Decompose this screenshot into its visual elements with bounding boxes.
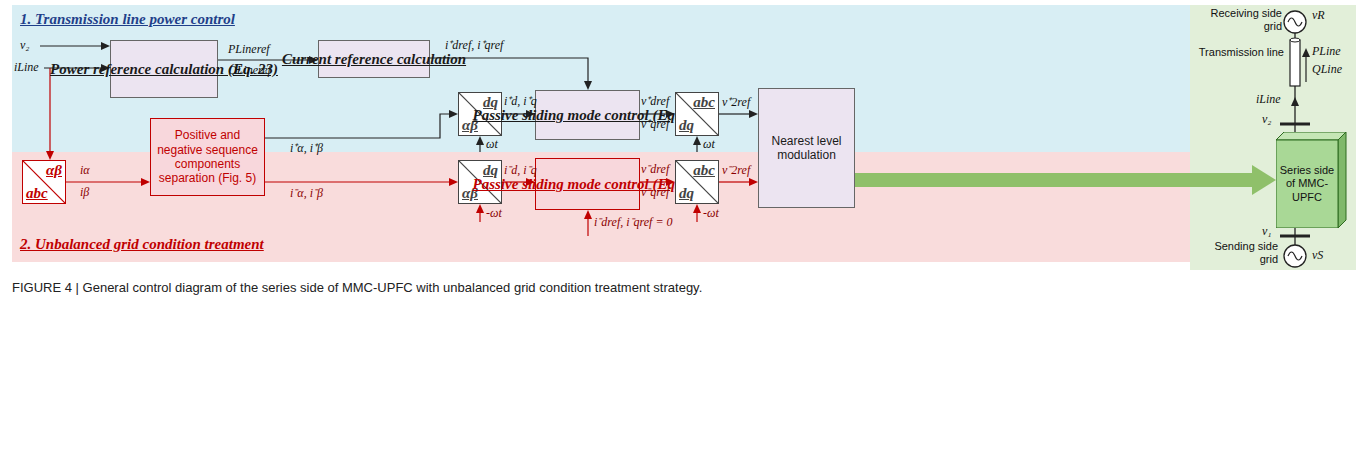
cube-side (1338, 132, 1346, 228)
process-box: Current reference calculation (318, 40, 430, 78)
signal-name: ωt (486, 137, 498, 151)
signal-name: v₂ (1262, 112, 1272, 126)
box-text: Nearest level modulation (764, 134, 849, 163)
transform-block: abc dq (675, 92, 719, 136)
signal-name: i⁻dref, i⁻qref = 0 (594, 215, 673, 229)
signal-arrow (430, 58, 588, 81)
signal-name: iα (80, 163, 90, 177)
angle-input (696, 213, 697, 222)
signal-arrow (719, 113, 749, 114)
controller-box: Passive sliding mode control (Eq. 26) (535, 158, 640, 210)
signal-name: i⁻d, i⁻q (504, 163, 537, 177)
grid-label: Receiving side grid (1196, 7, 1282, 33)
signal-name: ωt (703, 137, 715, 151)
controller-box: Passive sliding mode control (Eq. 22) (535, 90, 640, 140)
grid-label: Transmission line (1196, 46, 1284, 59)
signal-name: QLineref (228, 63, 271, 77)
signal-arrow (640, 181, 666, 182)
series-side-region (1190, 5, 1356, 270)
frame-label: αβ (46, 163, 62, 178)
signal-name: vS (1312, 248, 1323, 262)
signal-arrow (265, 114, 449, 138)
signal-wire (40, 45, 101, 46)
box-text: Current reference calculation (282, 50, 466, 68)
grid-source (1284, 11, 1306, 33)
cube-top (1276, 132, 1346, 140)
transform-block: abc dq (675, 160, 719, 204)
signal-name: -ωt (703, 206, 719, 220)
frame-label: abc (26, 186, 48, 201)
signal-name: v⁺dref (641, 94, 669, 108)
transform-diagonal (23, 161, 65, 203)
signal-name: -ωt (486, 206, 502, 220)
signal-name: iβ (80, 185, 89, 199)
signal-arrow (502, 181, 526, 182)
signal-name: v⁻qref (641, 185, 669, 199)
signal-name: i⁺d, i⁺q (504, 94, 537, 108)
sine-symbol (1288, 252, 1302, 260)
signal-name: v⁺qref (641, 117, 669, 131)
signal-arrow (218, 59, 309, 60)
signal-name: PLine (1312, 44, 1341, 58)
sine-symbol (1288, 18, 1302, 26)
signal-name: PLineref (228, 42, 270, 56)
transform-block: αβ abc (22, 160, 66, 204)
signal-arrow (66, 181, 141, 182)
power-flow-arrow (1305, 57, 1306, 82)
signal-name: i⁺dref, i⁺qref (445, 38, 503, 52)
process-box: Power reference calculation (Eq. 23) (110, 40, 218, 98)
transmission-line (1290, 40, 1300, 86)
angle-input (479, 145, 480, 152)
band-title: 2. Unbalanced grid condition treatment (20, 236, 264, 253)
signal-name: iLine (1256, 92, 1281, 106)
process-box: Positive and negative sequence component… (150, 118, 265, 196)
signal-name: i⁻α, i⁻β (290, 186, 323, 200)
modulation-box: Nearest level modulation (758, 88, 855, 208)
grid-label: Sending side grid (1196, 240, 1278, 266)
signal-name: QLine (1312, 62, 1342, 76)
signal-name: v⁺2ref (722, 95, 750, 109)
signal-arrow (265, 181, 449, 182)
grid-source (1284, 245, 1306, 267)
signal-arrow (719, 181, 749, 182)
frame-label: dq (483, 163, 498, 178)
angle-input (696, 145, 697, 152)
signal-arrow (640, 113, 666, 114)
signal-name: v⁻dref (641, 162, 669, 176)
signal-name: iLine (14, 60, 39, 74)
wire (1294, 33, 1295, 134)
converter-cube: Series side of MMC-UPFC (1276, 132, 1348, 228)
signal-name: i⁺α, i⁺β (290, 141, 323, 155)
signal-name: v₂ (20, 38, 30, 52)
angle-input (479, 213, 480, 222)
frame-label: abc (693, 163, 715, 178)
current-arrow (1291, 97, 1299, 106)
signal-arrow (502, 113, 526, 114)
signal-wire (49, 68, 50, 151)
frame-label: dq (679, 118, 694, 133)
power-arrow (855, 173, 1252, 187)
transform-diagonal (676, 93, 718, 135)
signal-name: vR (1312, 8, 1325, 22)
transmission-line-end (1290, 38, 1300, 42)
cube-front (1276, 140, 1338, 228)
frame-label: dq (679, 186, 694, 201)
signal-name: v⁻2ref (722, 163, 750, 177)
signal-name: v₁ (1262, 224, 1272, 238)
transform-diagonal (676, 161, 718, 203)
wire (1294, 228, 1295, 245)
figure-caption: FIGURE 4 | General control diagram of th… (12, 280, 1342, 295)
frame-label: abc (693, 95, 715, 110)
box-text: Positive and negative sequence component… (156, 128, 259, 186)
band-title: 1. Transmission line power control (20, 11, 235, 28)
reference-input (587, 219, 588, 236)
bus-bar (1280, 124, 1310, 236)
signal-wire (44, 67, 101, 68)
box-text: Series side of MMC-UPFC (1276, 140, 1338, 228)
